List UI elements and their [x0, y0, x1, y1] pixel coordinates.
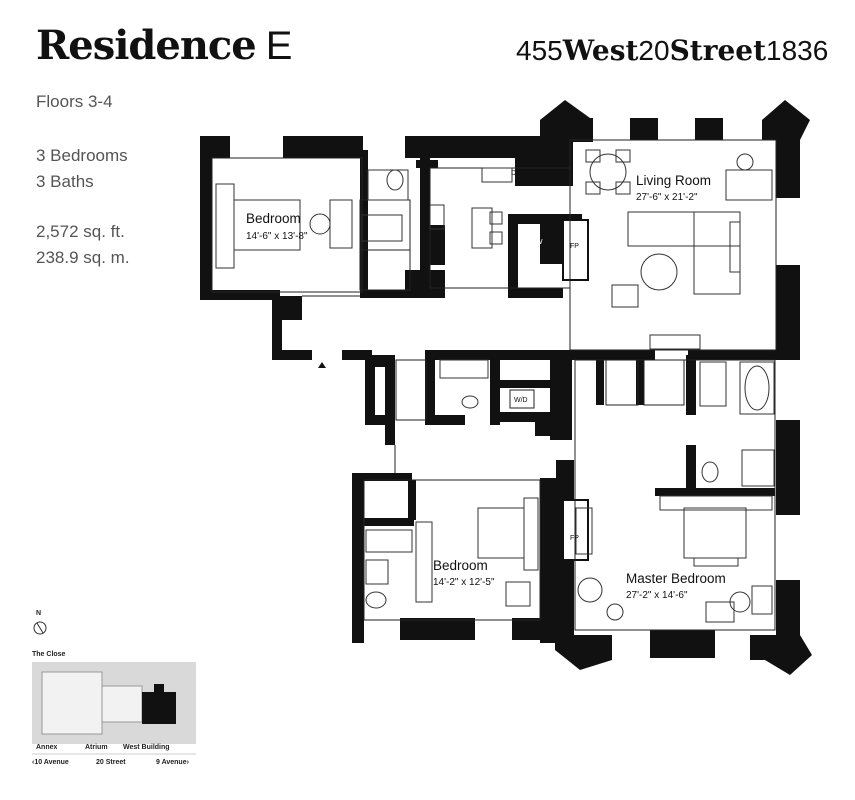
north-label: N [36, 610, 41, 617]
annex-label: Annex [36, 744, 58, 751]
bedroom2-dims: 14'-2" x 12'-5" [433, 577, 495, 588]
residence-letter: E [265, 24, 293, 68]
atrium-label: Atrium [85, 744, 108, 751]
washer-dryer [509, 389, 535, 409]
building-address: 455West20Street1836 [516, 34, 828, 67]
refrigerator-label: R [524, 267, 529, 274]
key-plan-title: The Close [32, 651, 66, 658]
floors-text: Floors 3-4 [36, 92, 113, 111]
address-street: Street [669, 34, 767, 67]
partitions [211, 139, 777, 631]
wine-cooler-label: WC [520, 239, 532, 246]
master-bedroom-label: Master Bedroom [626, 571, 726, 586]
key-plan: N The Close Annex Atrium West Building ‹… [32, 610, 196, 766]
bedrooms-text: 3 Bedrooms [36, 146, 128, 165]
living-room-dims: 27'-6" x 21'-2" [636, 192, 698, 203]
address-number: 455 [516, 35, 563, 66]
sqft-text: 2,572 sq. ft. [36, 222, 125, 241]
dishwasher-label: DW [511, 170, 523, 177]
fireplace-label-living: FP [570, 243, 579, 250]
north-compass-icon [33, 621, 47, 635]
living-furniture [429, 149, 773, 350]
address-num2: 20 [638, 35, 670, 66]
street20-label: 20 Street [96, 759, 126, 766]
bedroom2-label: Bedroom [433, 558, 488, 573]
avenue10-label: ‹10 Avenue [32, 759, 69, 766]
living-room-label: Living Room [636, 173, 711, 188]
master-bedroom-dims: 27'-2" x 14'-6" [626, 590, 688, 601]
master-furniture [575, 495, 773, 623]
baths-text: 3 Baths [36, 172, 94, 191]
bath-fixtures [365, 359, 775, 609]
bedroom2-furniture [415, 497, 539, 607]
bedroom1-label: Bedroom [246, 211, 301, 226]
entry-arrow-icon [318, 362, 326, 368]
address-year: 1836 [766, 35, 829, 66]
residence-location [142, 692, 176, 724]
fireplace-label-master: FP [570, 535, 579, 542]
sqm-text: 238.9 sq. m. [36, 248, 130, 267]
washer-dryer-label: W/D [514, 397, 528, 404]
walls [200, 100, 812, 675]
address-west: West [562, 34, 639, 67]
bedroom1-dims: 14'-6" x 13'-8" [246, 231, 308, 242]
west-building-label: West Building [123, 744, 170, 751]
microwave-label: MW [530, 239, 543, 246]
avenue9-label: 9 Avenue› [156, 759, 190, 766]
residence-name: Residence [36, 22, 257, 69]
bedroom1-furniture [215, 169, 409, 269]
